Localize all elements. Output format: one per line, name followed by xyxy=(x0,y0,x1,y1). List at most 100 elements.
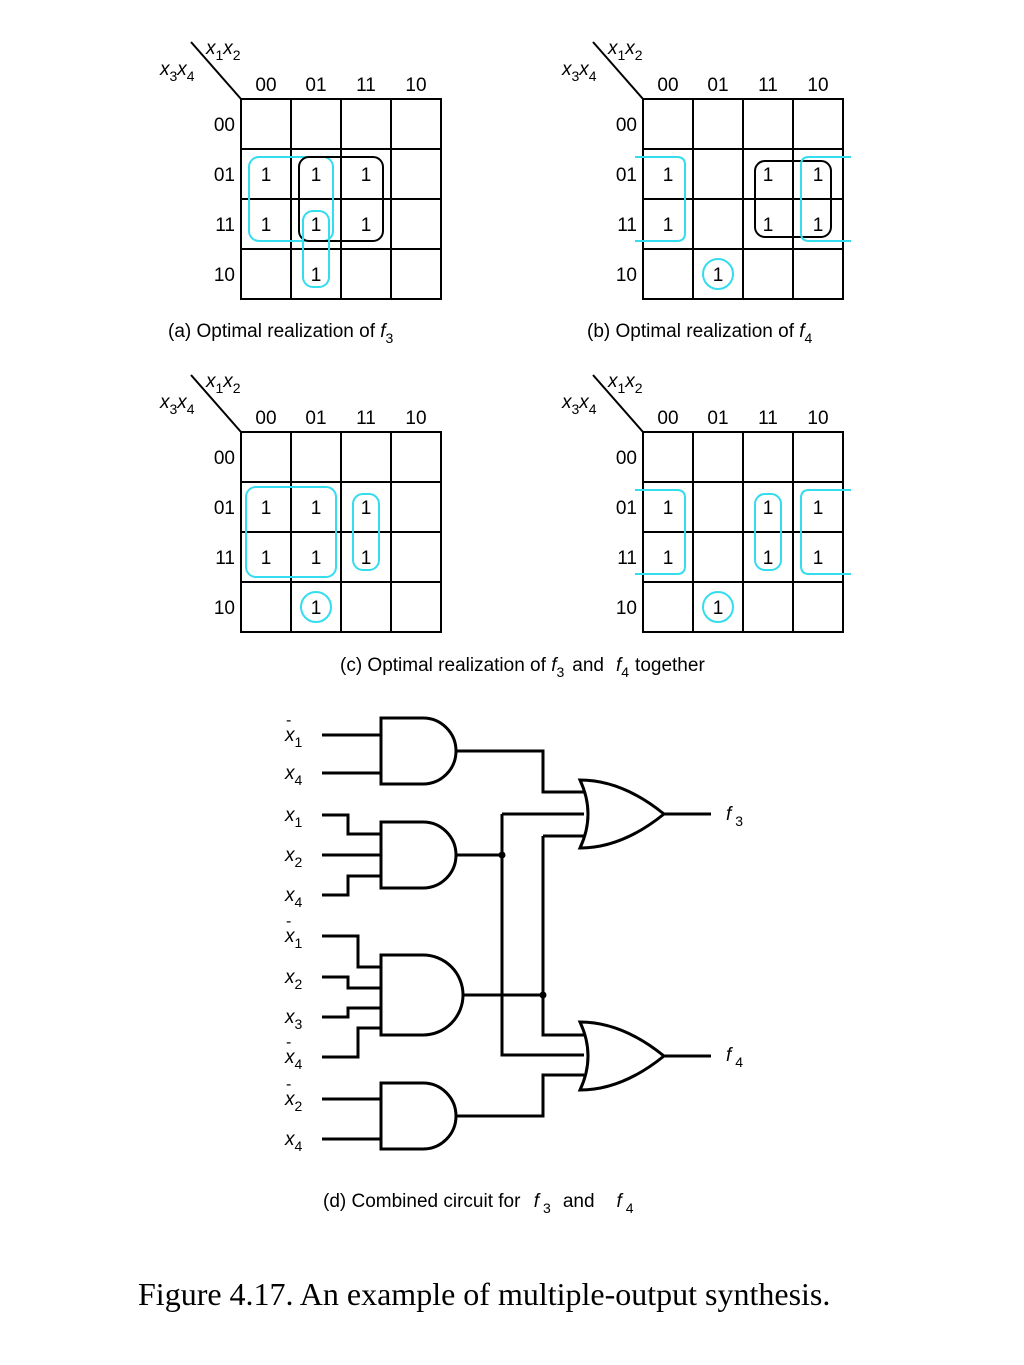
kmap-group xyxy=(352,493,380,571)
kmap-col-label: 01 xyxy=(305,75,326,96)
kmap-cell: 1 xyxy=(763,215,774,236)
kmap-diagonal xyxy=(190,41,242,100)
kmap-row-label: 01 xyxy=(214,165,235,186)
or-gate-f3 xyxy=(577,778,667,850)
svg-text:x2: x2 xyxy=(284,1089,303,1114)
svg-text:x1: x1 xyxy=(284,805,303,830)
axis-var-label: x3x4 xyxy=(561,59,597,84)
kmap-row-label: 01 xyxy=(214,498,235,519)
kmap-groupings xyxy=(245,156,851,623)
kmap-grid xyxy=(240,431,442,633)
kmap-group xyxy=(302,210,330,288)
kmap-col-label: 00 xyxy=(657,75,678,96)
kmap-cell: 1 xyxy=(713,598,724,619)
kmap-group xyxy=(298,156,384,242)
complement-bar: - xyxy=(286,1034,291,1051)
kmap-cell: 1 xyxy=(713,265,724,286)
kmap-col-label: 11 xyxy=(758,408,778,429)
input-label: x4 xyxy=(284,885,303,910)
kmap-col-label: 10 xyxy=(405,75,426,96)
kmap-group-wrap xyxy=(800,156,851,242)
kmap-cell: 1 xyxy=(813,498,824,519)
junction-dot xyxy=(539,991,547,999)
kmap-row-label: 11 xyxy=(215,215,235,236)
input-label: x4 xyxy=(284,763,303,788)
svg-text:x2: x2 xyxy=(284,967,303,992)
or-gate-f4 xyxy=(577,1020,667,1092)
input-label: x2 xyxy=(284,845,303,870)
input-label: x1- xyxy=(284,712,303,750)
junction-dot xyxy=(498,851,506,859)
kmap-diagonal xyxy=(592,374,644,433)
and-gate-3 xyxy=(379,953,465,1037)
kmap-cell: 1 xyxy=(663,548,674,569)
kmap-col-label: 10 xyxy=(807,408,828,429)
kmap-col-label: 11 xyxy=(758,75,778,96)
and-gate-1 xyxy=(379,716,458,786)
kmap-cell: 1 xyxy=(361,215,372,236)
axis-var-label: x3x4 xyxy=(159,392,195,417)
svg-text:x4: x4 xyxy=(284,763,303,788)
kmap-grid xyxy=(642,98,844,300)
kmap-col-label: 00 xyxy=(657,408,678,429)
kmap-cell: 1 xyxy=(813,548,824,569)
kmap-cell: 1 xyxy=(361,498,372,519)
kmap-row-label: 10 xyxy=(616,598,637,619)
input-label: x1- xyxy=(284,913,303,951)
kmap-col-label: 01 xyxy=(305,408,326,429)
complement-bar: - xyxy=(286,1076,291,1093)
kmap-row-label: 01 xyxy=(616,165,637,186)
axis-var-label: x3x4 xyxy=(159,59,195,84)
kmap-cell: 1 xyxy=(663,215,674,236)
or-gates xyxy=(577,778,667,1092)
kmap-cell: 1 xyxy=(763,548,774,569)
kmap-cell: 1 xyxy=(361,548,372,569)
kmap-group xyxy=(754,493,782,571)
kmap-row-label: 00 xyxy=(214,115,235,136)
and-gate-2 xyxy=(379,820,458,890)
kmap-col-label: 00 xyxy=(255,75,276,96)
input-label: x2 xyxy=(284,967,303,992)
kmap-group-wrap xyxy=(635,489,686,575)
kmap-cell: 1 xyxy=(311,598,322,619)
kmap-row-label: 10 xyxy=(214,265,235,286)
kmap-row-label: 11 xyxy=(617,548,637,569)
kmap-cell: 1 xyxy=(311,215,322,236)
kmap-cell: 1 xyxy=(261,165,272,186)
input-label: x2- xyxy=(284,1076,303,1114)
kmap-row-label: 11 xyxy=(215,548,235,569)
input-label: x3 xyxy=(284,1007,303,1032)
kmap-cell: 1 xyxy=(663,498,674,519)
kmap-diagonal xyxy=(592,41,644,100)
kmap-col-label: 11 xyxy=(356,75,376,96)
kmap-cell: 1 xyxy=(813,215,824,236)
kmap-cell: 1 xyxy=(311,498,322,519)
kmap-col-label: 01 xyxy=(707,408,728,429)
axis-var-label: x3x4 xyxy=(561,392,597,417)
kmap-cell: 1 xyxy=(361,165,372,186)
kmap-row-label: 11 xyxy=(617,215,637,236)
figure-caption: Figure 4.17. An example of multiple-outp… xyxy=(138,1276,830,1312)
kmap-grid xyxy=(642,431,844,633)
kmap-group xyxy=(245,486,337,578)
kmap-col-label: 11 xyxy=(356,408,376,429)
kmap-cell: 1 xyxy=(261,548,272,569)
internal-wires xyxy=(456,749,584,1118)
caption-b: (b) Optimal realization of f4 xyxy=(587,321,813,346)
kmap-cell: 1 xyxy=(261,498,272,519)
kmap-row-label: 01 xyxy=(616,498,637,519)
input-label: x4- xyxy=(284,1034,303,1072)
svg-text:x4: x4 xyxy=(284,885,303,910)
kmap-col-label: 10 xyxy=(807,75,828,96)
axis-var-label: x1x2 xyxy=(607,38,643,63)
